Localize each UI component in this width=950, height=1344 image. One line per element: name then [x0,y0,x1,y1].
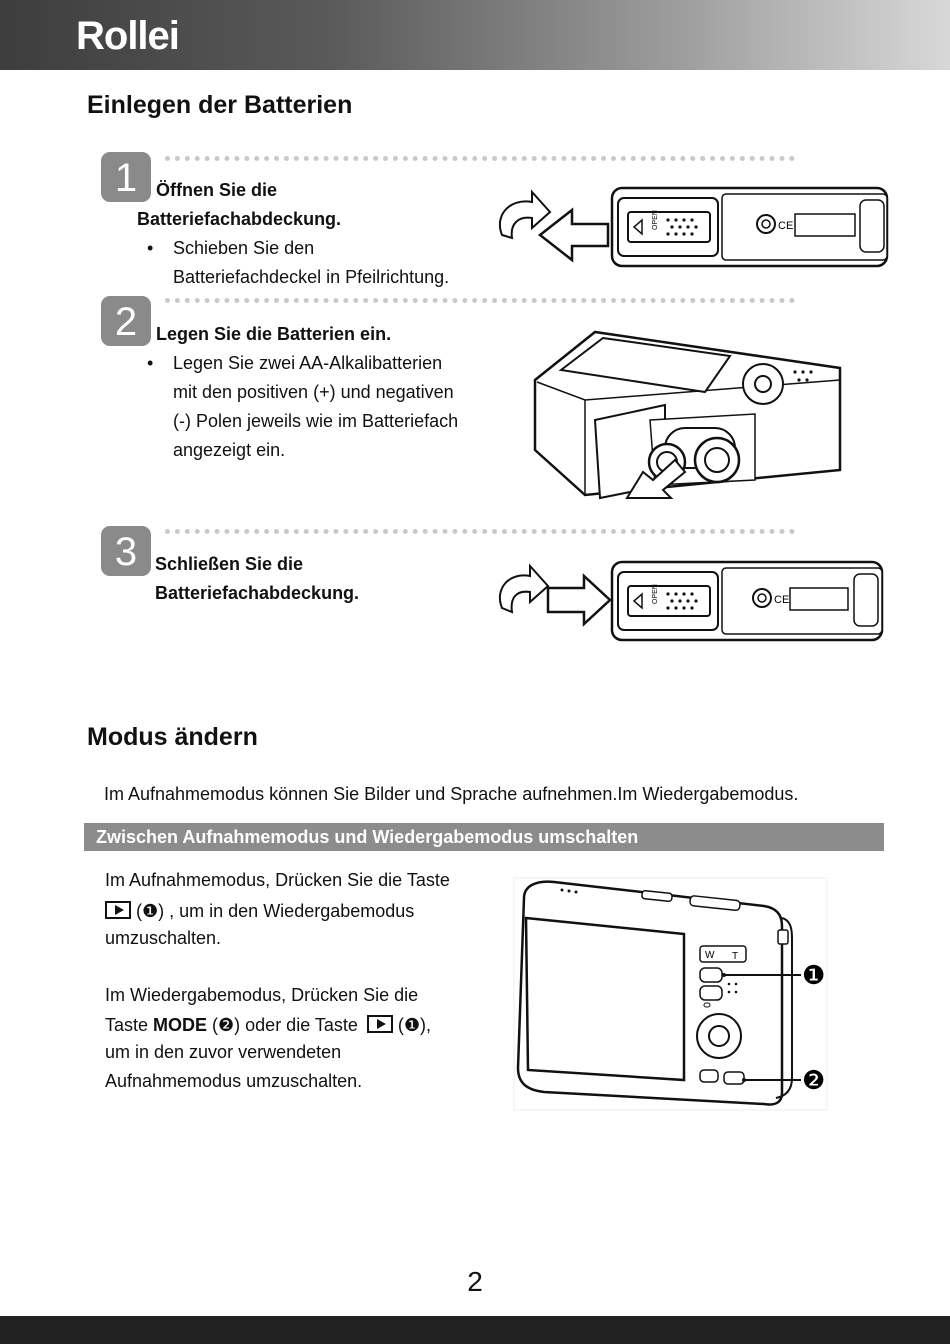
step-number-2: 2 [101,296,151,346]
bullet-icon: • [147,238,154,258]
mode-intro: Im Aufnahmemodus können Sie Bilder und S… [104,784,799,804]
para2-line2: Taste MODE (❷) oder die Taste (❶), [105,1015,432,1035]
camera-open-cover-illustration: OPEN CE [499,186,889,268]
step-2-bullet: • Legen Sie zwei AA-Alkalibatterien [147,349,442,378]
zoom-w-label: W [705,950,715,961]
callout-1: ❶ [802,961,825,991]
step-1-bullet-cont: Batteriefachdeckel in Pfeilrichtung. [173,267,450,287]
step-3-title: Schließen Sie die [155,554,304,574]
dotted-divider [165,156,795,161]
para2-line1: Im Wiedergabemodus, Drücken Sie die [105,985,419,1005]
step-3-title-cont: Batteriefachabdeckung. [155,583,360,603]
section-title-mode: Modus ändern [87,723,258,751]
camera-insert-batteries-illustration [533,330,842,500]
page-number: 2 [467,1266,483,1297]
step-1-title-cont: Batteriefachabdeckung. [137,209,342,229]
step-number-1: 1 [101,152,151,202]
ce-mark: CE [774,594,789,606]
zoom-t-label: T [732,951,738,962]
header-bar [0,0,950,70]
para1-line1: Im Aufnahmemodus, Drücken Sie die Taste [105,870,450,890]
open-label: OPEN [652,210,659,230]
para2-line3: um in den zuvor verwendeten [105,1042,342,1062]
footer-bar [0,1316,950,1344]
play-button-icon [105,901,131,919]
camera-back-illustration: W T ❶ ❷ [513,877,828,1111]
subsection-bar: Zwischen Aufnahmemodus und Wiedergabemod… [84,823,884,851]
step-1-title: Öffnen Sie die [156,180,278,200]
dotted-divider [165,298,795,303]
step-number-3: 3 [101,526,151,576]
step-2-title: Legen Sie die Batterien ein. [156,324,392,344]
camera-close-cover-illustration: OPEN CE [499,560,884,642]
para1-line3: umzuschalten. [105,928,222,948]
open-label: OPEN [652,584,659,604]
step-2-bullet-cont: mit den positiven (+) und negativen [173,382,454,402]
brand-logo: Rollei [76,14,180,58]
para2-line4: Aufnahmemodus umzuschalten. [105,1071,363,1091]
dotted-divider [165,529,795,534]
ce-mark: CE [778,220,793,232]
section-title-batteries: Einlegen der Batterien [87,91,353,119]
step-1-bullet: • Schieben Sie den [147,234,314,263]
step-2-bullet-cont: angezeigt ein. [173,440,286,460]
bullet-icon: • [147,353,154,373]
callout-2: ❷ [802,1066,825,1096]
play-button-icon [366,1015,393,1033]
step-2-bullet-cont: (-) Polen jeweils wie im Batteriefach [173,411,459,431]
mode-keyword: MODE [153,1015,208,1035]
para1-line2: (❶) , um in den Wiedergabemodus [105,897,414,926]
